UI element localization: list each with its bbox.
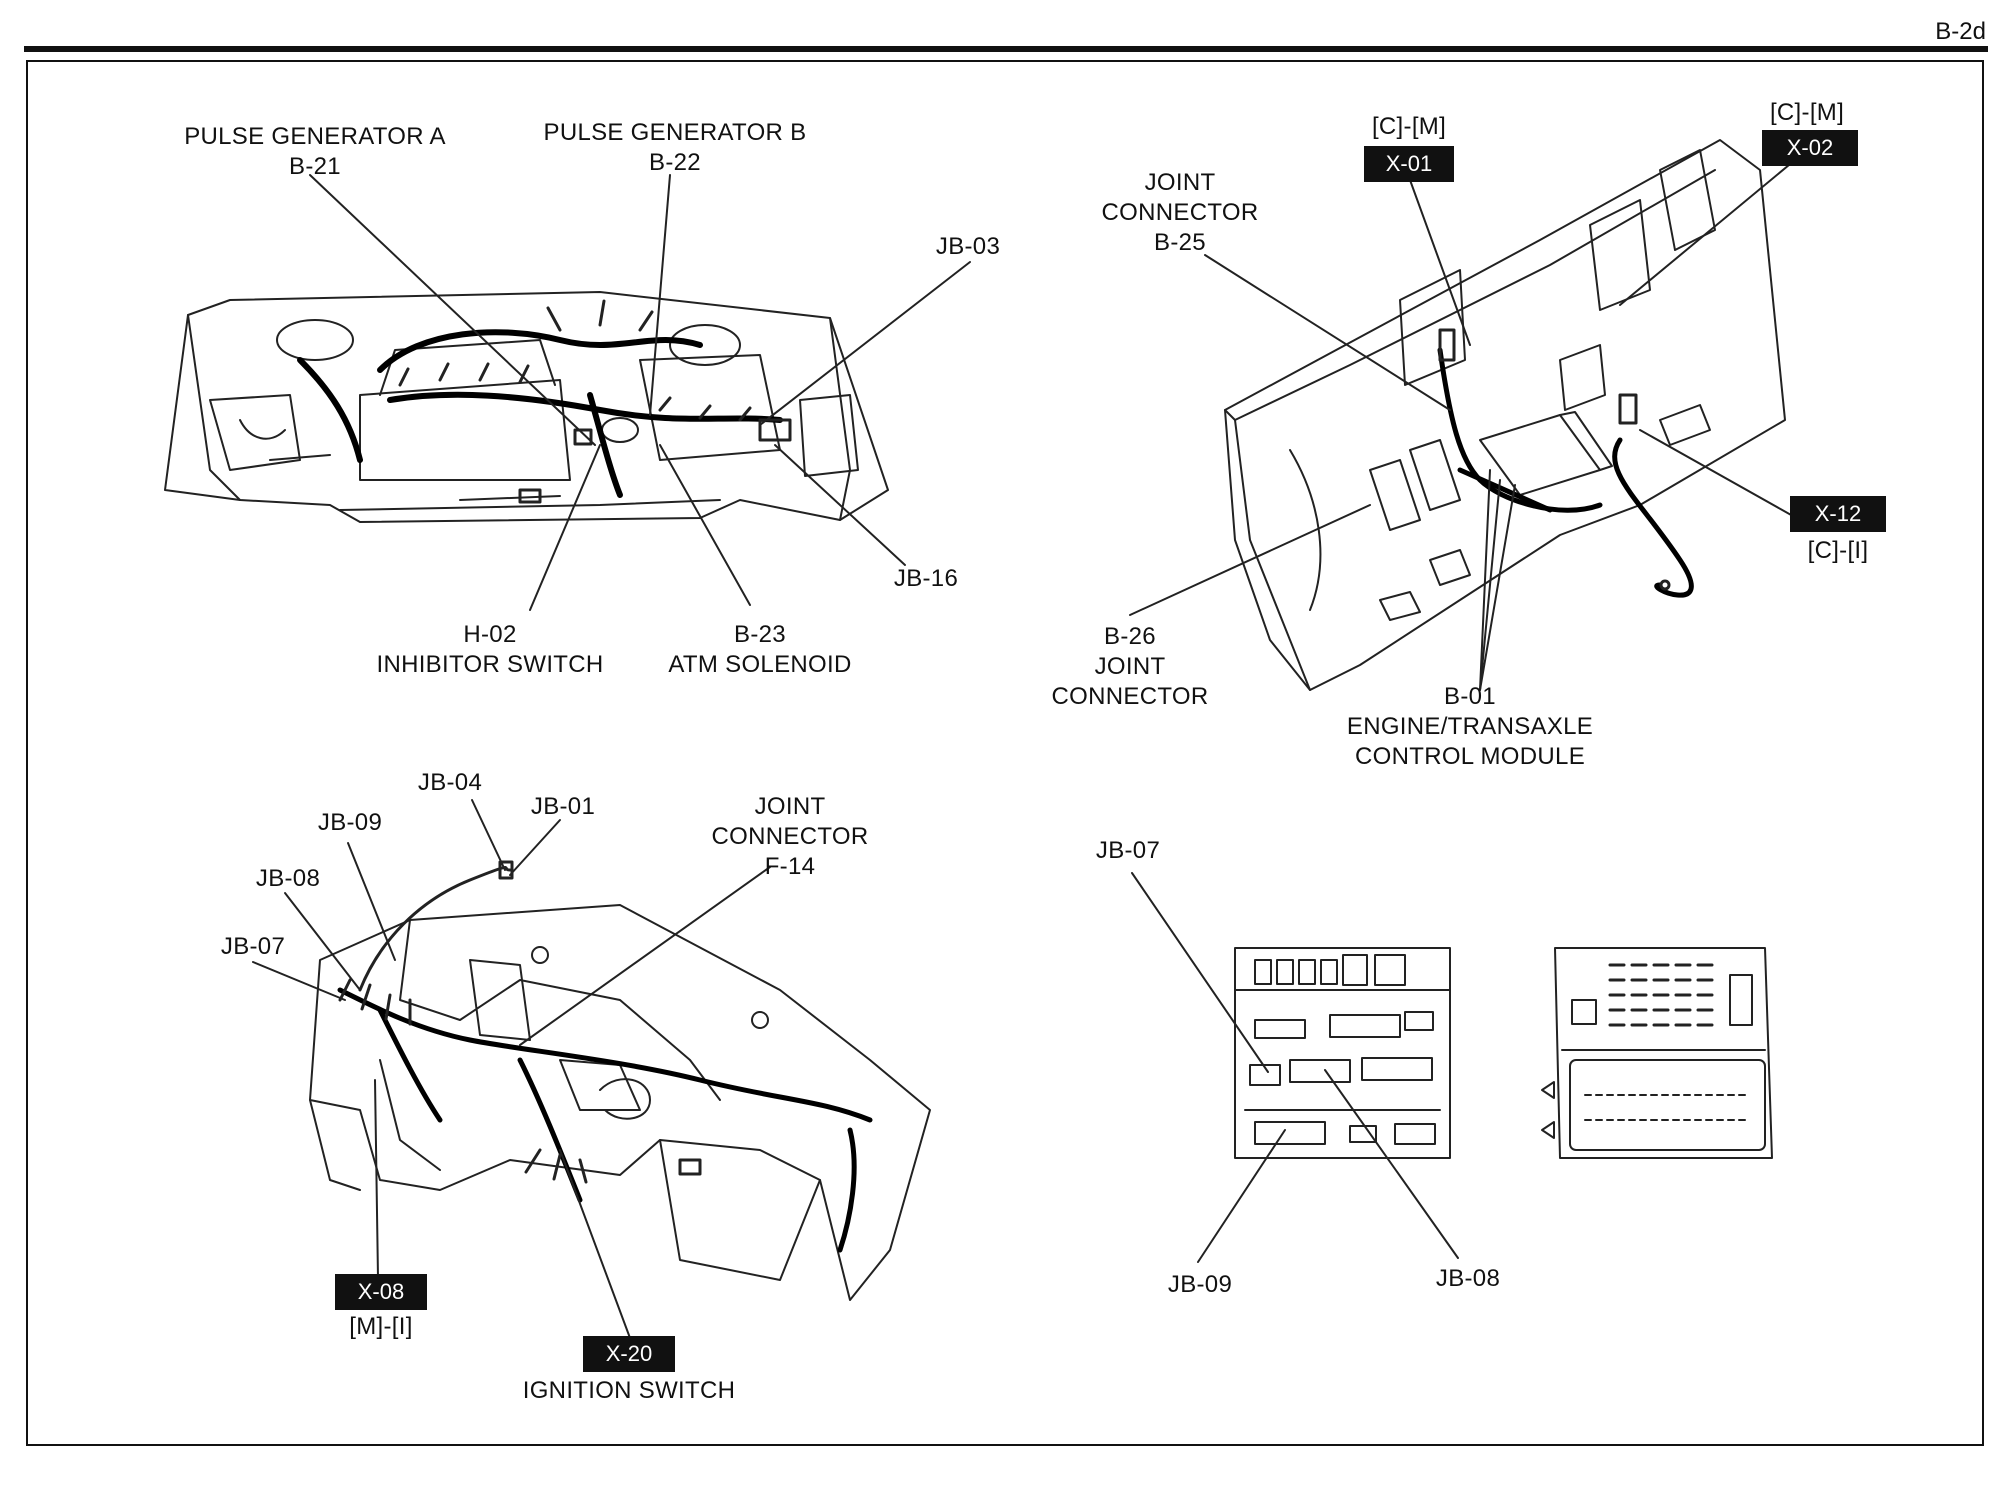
x-12-ref: [C]-[I] xyxy=(1807,537,1869,564)
joint-connector-b25-line2: CONNECTOR xyxy=(1101,199,1259,226)
pulse-generator-b-code: B-22 xyxy=(649,149,701,176)
x-01-ref: [C]-[M] xyxy=(1371,113,1447,140)
diagram-frame xyxy=(26,60,1984,1446)
dashboard-illustration xyxy=(252,799,931,1339)
b-01-line1: ENGINE/TRANSAXLE xyxy=(1346,713,1594,740)
jb-07-label: JB-07 xyxy=(220,933,286,960)
b-23-label: B-23 xyxy=(734,621,786,648)
joint-connector-f14-code: F-14 xyxy=(764,853,816,880)
h-02-label: H-02 xyxy=(463,621,517,648)
x-08-ref: [M]-[I] xyxy=(349,1313,413,1340)
joint-connector-b25-code: B-25 xyxy=(1154,229,1206,256)
joint-connector-b25-line1: JOINT xyxy=(1144,169,1216,196)
b-26-line1: JOINT xyxy=(1094,653,1166,680)
joint-connector-f14-line1: JOINT xyxy=(754,793,826,820)
junction-jb-09-label: JB-09 xyxy=(1167,1271,1233,1298)
ignition-switch-label: IGNITION SWITCH xyxy=(522,1377,736,1404)
jb-01-label: JB-01 xyxy=(530,793,596,820)
b-26-line2: CONNECTOR xyxy=(1051,683,1209,710)
junction-jb-07-label: JB-07 xyxy=(1095,837,1161,864)
pulse-generator-a-code: B-21 xyxy=(289,153,341,180)
junction-box-illustration xyxy=(1131,872,1773,1263)
floor-pan-illustration xyxy=(1129,139,1801,691)
junction-jb-08-label: JB-08 xyxy=(1435,1265,1501,1292)
joint-connector-f14-line2: CONNECTOR xyxy=(711,823,869,850)
jb-16-label: JB-16 xyxy=(893,565,959,592)
pulse-generator-b-label: PULSE GENERATOR B xyxy=(543,119,807,146)
x-01-badge: X-01 xyxy=(1364,146,1454,182)
x-08-badge: X-08 xyxy=(335,1274,427,1310)
b-26-code: B-26 xyxy=(1104,623,1156,650)
page-code: B-2d xyxy=(1935,18,1986,45)
atm-solenoid-label: ATM SOLENOID xyxy=(668,651,852,678)
jb-09-label: JB-09 xyxy=(317,809,383,836)
jb-03-label: JB-03 xyxy=(935,233,1001,260)
x-02-ref: [C]-[M] xyxy=(1769,99,1845,126)
jb-08-label: JB-08 xyxy=(255,865,321,892)
pulse-generator-a-label: PULSE GENERATOR A xyxy=(184,123,446,150)
inhibitor-switch-label: INHIBITOR SWITCH xyxy=(376,651,604,678)
header-rule xyxy=(24,46,1988,52)
b-01-code: B-01 xyxy=(1444,683,1496,710)
x-20-badge: X-20 xyxy=(583,1336,675,1372)
b-01-line2: CONTROL MODULE xyxy=(1355,743,1585,770)
x-02-badge: X-02 xyxy=(1762,130,1858,166)
jb-04-label: JB-04 xyxy=(417,769,483,796)
engine-bay-illustration xyxy=(164,174,971,611)
x-12-badge: X-12 xyxy=(1790,496,1886,532)
